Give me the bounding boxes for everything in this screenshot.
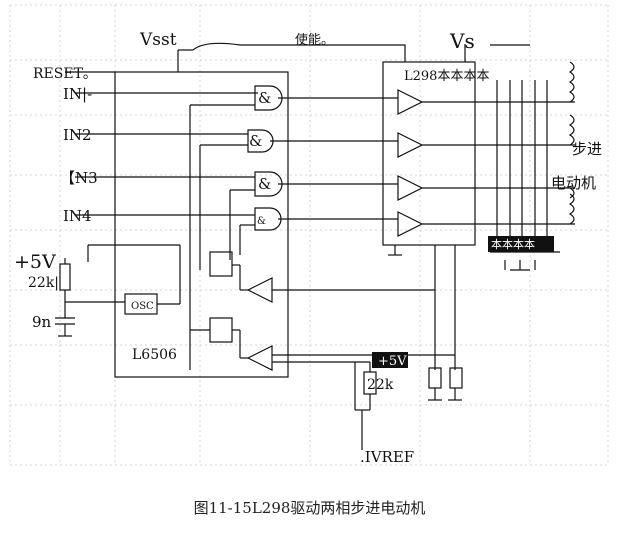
label-22k-left: 22k| xyxy=(28,275,59,291)
and-gate-3 xyxy=(254,171,283,197)
resistor-22k-left xyxy=(59,263,71,291)
label-motor-word: 电动机 xyxy=(551,174,596,192)
and-symbol-1: & xyxy=(258,89,271,107)
label-in2: IN2 xyxy=(63,126,92,144)
label-in1: IN|- xyxy=(63,85,92,103)
and-gate-1 xyxy=(254,85,283,111)
label-enable: 使能。 xyxy=(295,32,334,48)
and-symbol-4: & xyxy=(257,216,266,227)
label-22k-right: 22k xyxy=(367,377,394,393)
driver-buffer-1 xyxy=(397,89,424,115)
label-vs: Vs xyxy=(449,29,475,53)
and-symbol-3: & xyxy=(258,175,271,193)
and-symbol-2: & xyxy=(249,132,262,150)
label-l298: L298本本本本 xyxy=(404,69,489,84)
label-plus5v-right: +5V xyxy=(378,354,407,369)
label-in3: 【N3 xyxy=(60,169,98,187)
flip-flop-1 xyxy=(209,251,233,277)
label-vsst: Vsst xyxy=(139,30,177,50)
l298-chip-body xyxy=(382,61,476,246)
sense-resistor-2 xyxy=(449,367,463,389)
and-gate-2 xyxy=(247,129,274,153)
diode-bank xyxy=(488,236,554,252)
flip-flop-2 xyxy=(209,317,233,343)
sense-resistor-1 xyxy=(428,367,442,389)
l6506-chip-body xyxy=(114,71,289,378)
motor-coil-2 xyxy=(568,187,575,225)
comparator-2 xyxy=(246,345,273,371)
background-grid xyxy=(9,4,609,466)
label-reset: RESET。 xyxy=(33,66,97,82)
label-diode-block: 本本本本 xyxy=(491,237,535,251)
label-ivref: .IVREF xyxy=(360,448,414,466)
label-in4: IN4 xyxy=(63,207,92,225)
plus5v-right-label-bg xyxy=(372,352,408,368)
label-plus5v-left: +5V xyxy=(14,251,56,273)
figure-caption: 图11-15L298驱动两相步进电动机 xyxy=(193,499,426,517)
motor-coil-1 xyxy=(568,61,575,146)
label-motor-step: 步进 xyxy=(572,140,602,158)
label-l6506: L6506 xyxy=(132,347,177,363)
label-osc: OSC xyxy=(131,301,154,312)
driver-buffer-2 xyxy=(397,132,424,158)
label-9n: 9n xyxy=(32,313,52,331)
driver-buffer-3 xyxy=(397,175,424,201)
driver-buffer-4 xyxy=(397,211,424,237)
and-gate-4 xyxy=(254,207,282,231)
